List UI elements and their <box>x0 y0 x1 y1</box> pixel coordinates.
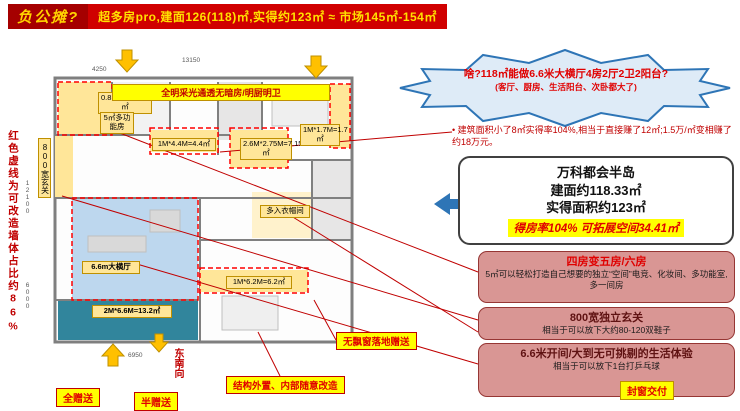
tag-no-baywindow: 无飘窗落地赠送 <box>336 332 417 350</box>
up-arrow-icon <box>100 343 126 367</box>
down-arrow-icon <box>303 55 329 79</box>
efficiency-highlight: 得房率104% 可拓展空间34.41㎡ <box>507 218 685 237</box>
tag-full-gift: 全赠送 <box>56 388 100 407</box>
plan-label-strip-7-15: 2.6M*2.75M=7.15㎡ <box>240 138 302 160</box>
callout-card-body: 相当于可以放下1台打乒乓球 <box>553 361 660 372</box>
starburst-subtitle: (客厅、厨房、生活阳台、次卧都大了) <box>495 82 637 93</box>
plan-label-multiroom: 5㎡多功能房 <box>100 112 134 134</box>
dim-bottom: 6950 <box>128 352 143 359</box>
plan-label-strip-6-2: 1M*6.2M=6.2㎡ <box>226 276 292 289</box>
top-banner: 负公摊? 超多房pro,建面126(118)㎡,实得约123㎡ ≈ 市场145㎡… <box>8 4 447 29</box>
callout-card-rooms: 四房变五房/六房 5㎡可以轻松打造自己想要的独立“空间”电竞、化妆间、多功能室,… <box>478 251 735 303</box>
banner-headline: 超多房pro,建面126(118)㎡,实得约123㎡ ≈ 市场145㎡-154㎡ <box>88 4 447 29</box>
callout-card-title: 800宽独立玄关 <box>569 312 644 324</box>
callout-card-title: 6.6米开间/大到无可挑剔的生活体验 <box>520 348 693 360</box>
wall-ratio-note: 红色虚线为可改造墙体占比约86% <box>7 130 19 335</box>
starburst-title: 啥?118㎡能做6.6米大横厅4房2厅2卫2阳台? <box>463 68 669 80</box>
daylight-note: 全明采光通透无暗房/明厨明卫 <box>112 84 330 101</box>
dim-left-total: 12100 <box>24 180 31 215</box>
project-name: 万科都会半岛 <box>556 165 635 180</box>
dim-top-left: 4250 <box>92 66 107 73</box>
down-arrow-icon <box>114 49 140 73</box>
tag-sealed-window: 封窗交付 <box>620 381 674 400</box>
dim-left-lower: 6000 <box>24 282 31 310</box>
plan-label-strip-4-4: 1M*4.4M=4.4㎡ <box>152 138 216 151</box>
tag-half-gift: 半赠送 <box>134 392 178 411</box>
plan-label-strip-1-7: 1M*1.7M=1.7㎡ <box>300 124 348 146</box>
southeast-arrow-icon <box>148 333 170 353</box>
plan-label-entry: 800宽玄关 <box>38 138 52 198</box>
built-area: 建面约118.33㎡ <box>550 182 642 198</box>
project-info-card: 万科都会半岛 建面约118.33㎡ 实得面积约123㎡ 得房率104% 可拓展空… <box>458 156 734 245</box>
tag-structure: 结构外置、内部随意改造 <box>226 376 345 394</box>
starburst-bullet: • 建筑面积小了8㎡实得率104%,相当于直接赚了12㎡;1.5万/㎡变相赚了约… <box>452 125 732 148</box>
dim-top-total: 13150 <box>182 57 201 64</box>
plan-label-hall: 6.6m大横厅 <box>82 261 140 274</box>
callout-card-hall: 6.6米开间/大到无可挑剔的生活体验 相当于可以放下1台打乒乓球 <box>478 343 735 397</box>
banner-prefix: 负公摊? <box>8 4 89 29</box>
orientation-label: 东南向 <box>172 348 183 378</box>
plan-label-balcony: 2M*6.6M=13.2㎡ <box>92 305 172 318</box>
usable-area: 实得面积约123㎡ <box>546 200 646 216</box>
callout-card-title: 四房变五房/六房 <box>566 256 647 268</box>
left-arrow-icon <box>434 193 468 215</box>
callout-card-entry: 800宽独立玄关 相当于可以放下大约80-120双鞋子 <box>478 307 735 340</box>
starburst-bubble <box>399 48 731 128</box>
plan-label-cloakroom: 多入衣帽间 <box>260 205 310 218</box>
starburst-text: 啥?118㎡能做6.6米大横厅4房2厅2卫2阳台? (客厅、厨房、生活阳台、次卧… <box>428 68 704 93</box>
callout-card-body: 5㎡可以轻松打造自己想要的独立“空间”电竞、化妆间、多功能室,多一间房 <box>485 269 728 291</box>
callout-card-body: 相当于可以放下大约80-120双鞋子 <box>542 325 671 336</box>
